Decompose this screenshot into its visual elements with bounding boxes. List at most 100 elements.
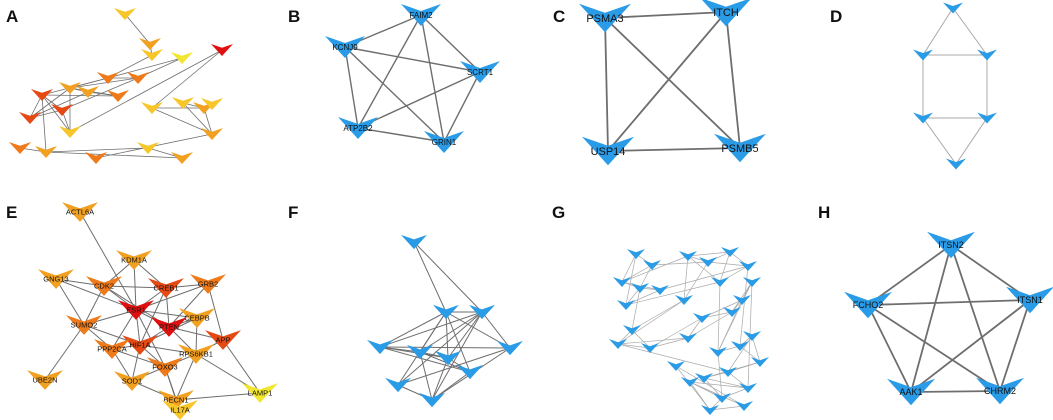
network-edge <box>419 351 433 401</box>
node-label: GRIN1 <box>432 138 457 147</box>
network-edge <box>683 255 689 301</box>
network-edge <box>344 46 481 73</box>
network-edge <box>420 14 481 73</box>
network-edge <box>867 299 1031 306</box>
network-node-icon <box>107 89 129 103</box>
network-edge <box>687 251 731 257</box>
network-edge <box>952 7 988 56</box>
network-edge <box>69 77 139 89</box>
network-node-icon <box>695 373 713 383</box>
network-edge <box>379 346 511 349</box>
network-node-icon <box>699 257 717 267</box>
node-label: PTEN <box>159 323 179 332</box>
network-edge <box>707 261 749 267</box>
node-label: KDM1A <box>121 256 147 265</box>
panel-letter: D <box>830 7 842 26</box>
network-node-icon <box>59 125 81 139</box>
network-edge <box>413 241 447 313</box>
network-node-icon <box>338 117 378 139</box>
network-edge <box>379 311 483 348</box>
network-node-icon <box>469 304 495 320</box>
network-node-icon <box>943 2 963 14</box>
network-edge <box>357 71 481 129</box>
network-edge <box>419 311 483 353</box>
network-node-icon <box>190 274 226 294</box>
network-edge <box>689 381 749 389</box>
network-edge <box>731 281 753 313</box>
network-node-icon <box>702 0 750 27</box>
network-edge <box>107 57 183 79</box>
edge-layer <box>19 13 223 159</box>
network-edge <box>922 117 957 165</box>
network-node-icon <box>35 145 57 159</box>
network-node-icon <box>913 49 933 61</box>
network-edge <box>867 304 912 393</box>
network-node-icon <box>116 250 152 270</box>
network-node-icon <box>913 112 933 124</box>
node-label: BECN1 <box>163 396 188 405</box>
network-node-icon <box>66 315 102 335</box>
network-edge <box>29 91 89 119</box>
network-edge <box>604 11 727 19</box>
node-label: GRB2 <box>198 280 218 289</box>
network-edge <box>79 211 137 311</box>
node-label: IL17A <box>170 406 190 415</box>
network-edge <box>41 94 71 133</box>
network-node-icon <box>709 347 727 357</box>
network-node-icon <box>171 51 193 65</box>
network-edge <box>182 102 213 135</box>
network-edge <box>709 405 745 411</box>
network-edge <box>175 392 261 401</box>
network-node-icon <box>731 341 749 351</box>
network-node-icon <box>739 261 757 271</box>
network-node-icon <box>86 276 122 296</box>
network-node-icon <box>94 339 130 359</box>
network-edge <box>999 299 1031 392</box>
network-node-icon <box>97 71 119 85</box>
node-label: CDK2 <box>94 282 114 291</box>
network-edge <box>683 261 709 301</box>
node-label: PSMA3 <box>586 13 623 25</box>
network-edge <box>867 304 1001 392</box>
network-node-icon <box>711 277 729 287</box>
network-node-icon <box>385 377 411 393</box>
network-edge <box>397 347 511 386</box>
network-node-icon <box>701 405 719 415</box>
panel-letter: G <box>552 203 565 222</box>
network-edge <box>910 299 1031 393</box>
network-edge <box>631 299 685 331</box>
node-label: PSMB5 <box>721 143 758 155</box>
network-edge <box>649 337 689 349</box>
panel-d: D <box>830 2 997 170</box>
network-edge <box>675 365 711 411</box>
network-node-icon <box>723 307 741 317</box>
network-node-icon <box>609 339 627 349</box>
panel-letter: H <box>818 203 830 222</box>
network-edge <box>413 241 483 313</box>
network-edge <box>41 94 47 153</box>
network-edge <box>175 353 197 401</box>
network-node-icon <box>714 133 766 163</box>
network-edge <box>631 329 651 349</box>
network-edge <box>950 244 1001 392</box>
network-node-icon <box>627 249 645 259</box>
network-edge <box>397 311 483 386</box>
network-edge <box>617 343 729 373</box>
node-label: CREB1 <box>153 284 178 293</box>
panel-letter: C <box>553 7 565 26</box>
network-node-icon <box>172 96 194 110</box>
node-label: APP <box>215 336 230 345</box>
network-node-icon <box>946 158 966 170</box>
network-edge <box>103 285 167 289</box>
network-edge <box>357 127 445 143</box>
network-edge <box>687 317 703 339</box>
network-node-icon <box>643 260 661 270</box>
network-edge <box>751 335 761 363</box>
network-node-icon <box>162 400 198 420</box>
network-node-icon <box>713 393 731 403</box>
